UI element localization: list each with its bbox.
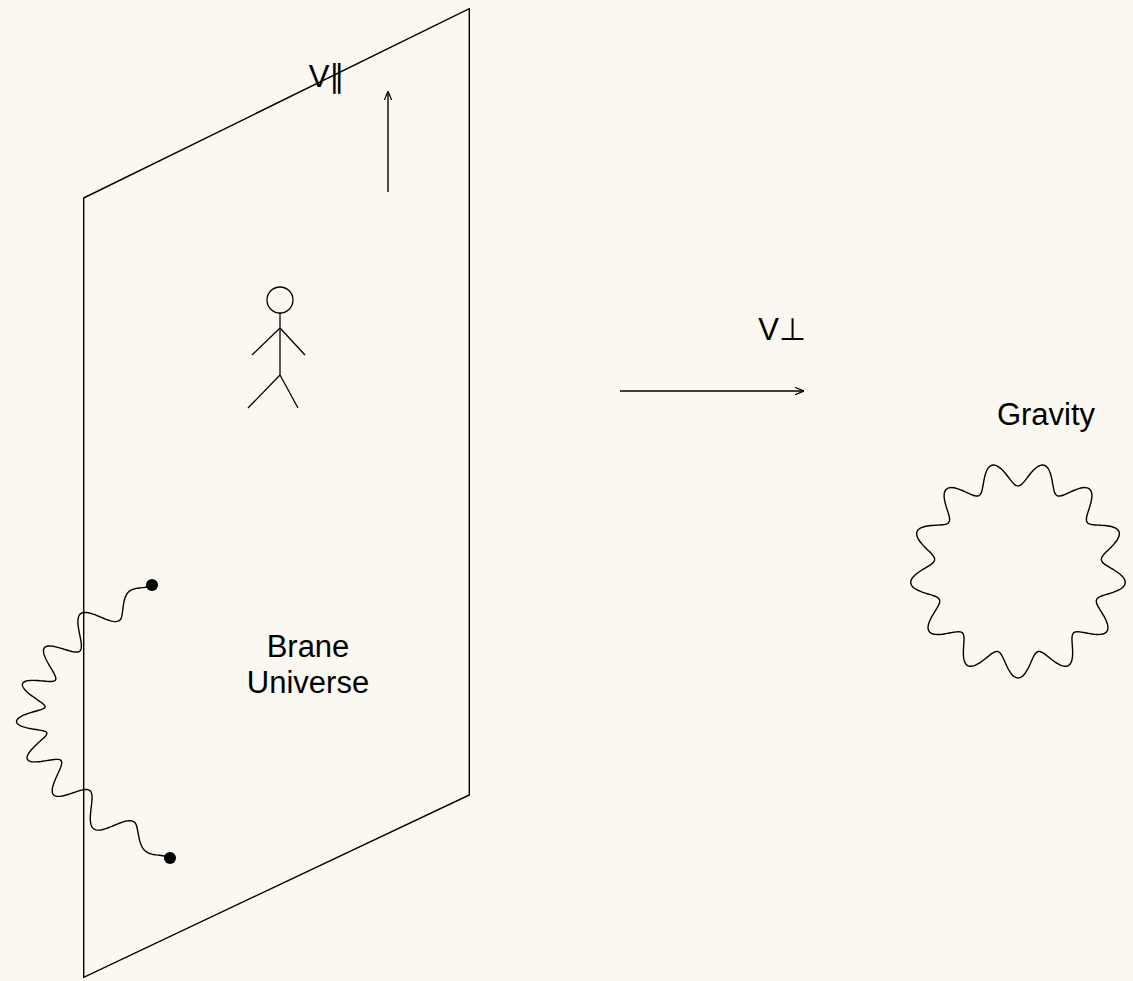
label-holder: V⊥ bbox=[0, 0, 48, 36]
brane-outline bbox=[83, 8, 470, 978]
closed-string-loop: Gravity bbox=[898, 385, 1130, 685]
brane-parallelogram bbox=[84, 9, 470, 978]
figure-body bbox=[279, 313, 280, 375]
parallel-velocity-arrow bbox=[387, 92, 388, 192]
figure-leg bbox=[280, 375, 298, 408]
perpendicular-velocity-label: V⊥ bbox=[758, 312, 806, 348]
string-endpoint bbox=[146, 579, 158, 591]
label-holder: V∥ bbox=[0, 0, 37, 36]
brane-title: Brane Universe bbox=[223, 629, 393, 700]
gravity-label: Gravity bbox=[946, 397, 1133, 433]
closed-string bbox=[911, 465, 1126, 678]
figure-arm bbox=[280, 328, 305, 355]
stick-figure bbox=[248, 287, 305, 408]
figure-arm bbox=[252, 328, 280, 355]
brane-sheet: Brane Universe bbox=[83, 8, 470, 978]
figure-head bbox=[267, 287, 293, 313]
perpendicular-velocity-arrow bbox=[620, 390, 803, 391]
parallel-velocity-label: V∥ bbox=[309, 59, 346, 95]
open-string bbox=[17, 585, 170, 858]
string-endpoint bbox=[164, 852, 176, 864]
figure-leg bbox=[248, 375, 280, 408]
